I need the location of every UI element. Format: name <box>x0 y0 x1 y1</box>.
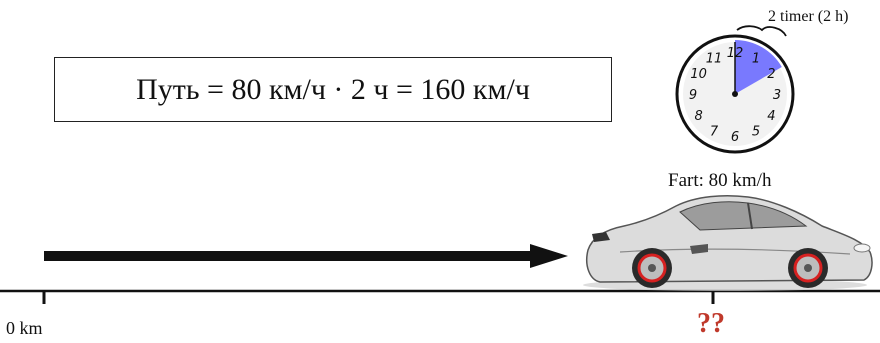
clock-number-5: 5 <box>752 124 760 139</box>
travel-arrow <box>44 244 568 268</box>
clock-number-8: 8 <box>694 109 702 124</box>
time-label: 2 timer (2 h) <box>768 8 849 25</box>
clock-number-6: 6 <box>731 130 739 145</box>
clock-number-3: 3 <box>773 88 781 103</box>
clock-number-7: 7 <box>710 124 719 139</box>
speed-label: Fart: 80 km/h <box>668 170 772 191</box>
unknown-distance-label: ?? <box>697 308 725 339</box>
formula-text: Путь = 80 км/ч · 2 ч = 160 км/ч <box>136 72 530 106</box>
clock-number-11: 11 <box>706 52 723 67</box>
car-icon <box>583 195 873 291</box>
formula-box: Путь = 80 км/ч · 2 ч = 160 км/ч <box>54 57 612 122</box>
time-bracket <box>736 25 787 37</box>
clock-number-9: 9 <box>689 88 697 103</box>
clock-number-4: 4 <box>767 109 775 124</box>
elapsed-time-sector <box>735 39 782 94</box>
clock-number-1: 1 <box>752 52 760 67</box>
clock-number-10: 10 <box>690 67 707 82</box>
origin-label: 0 km <box>6 318 43 338</box>
clock-number-2: 2 <box>767 67 775 82</box>
